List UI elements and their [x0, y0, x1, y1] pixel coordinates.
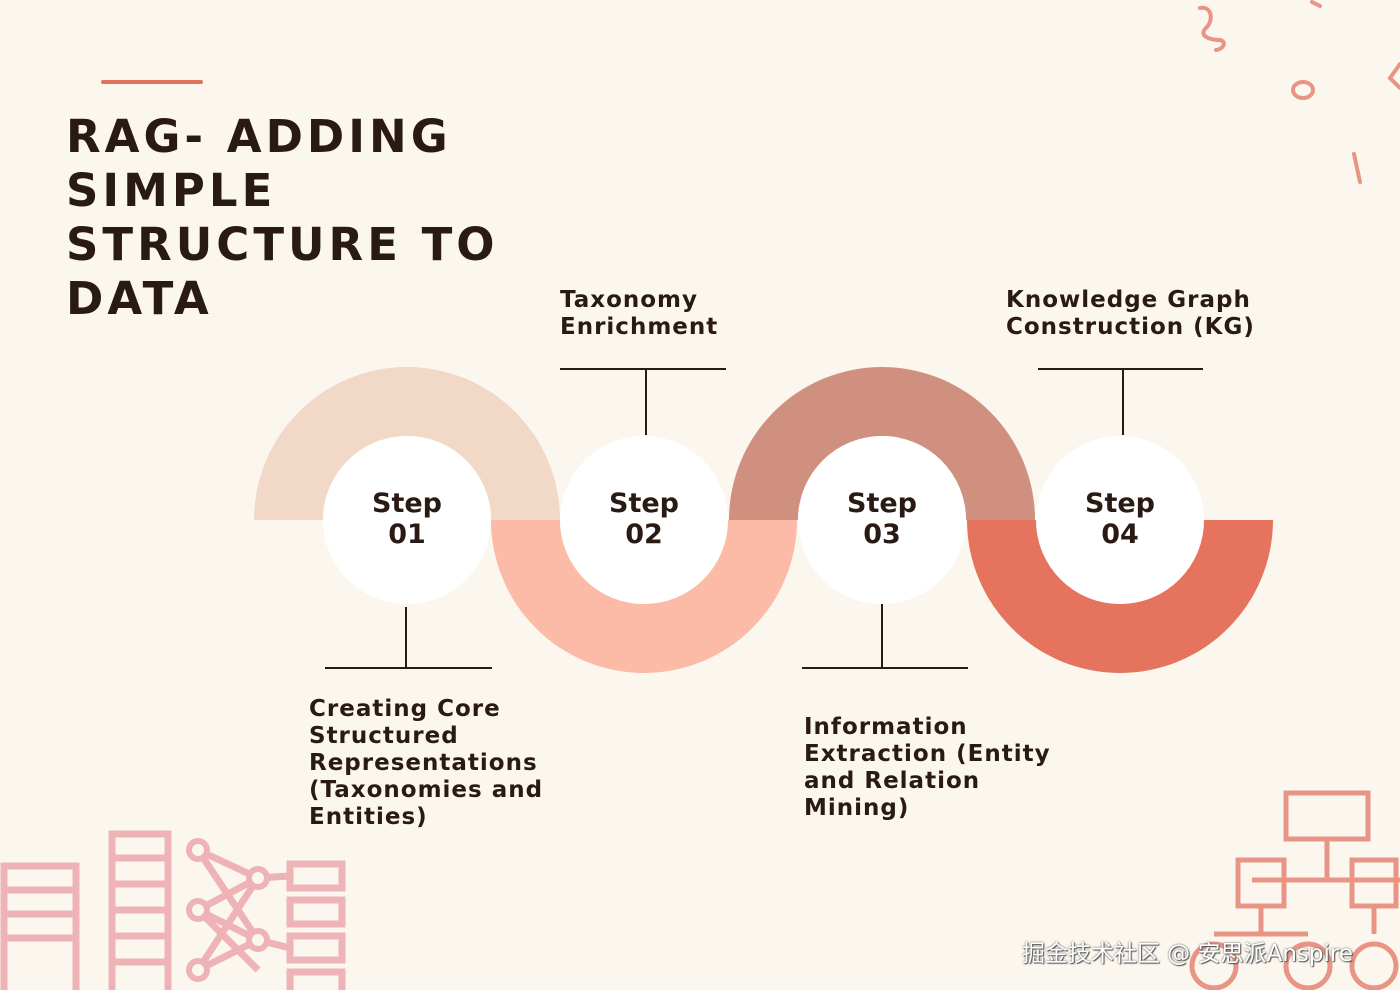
title-line: STRUCTURE TO: [66, 218, 499, 271]
description-line: Entities): [309, 804, 428, 830]
description-line: Knowledge Graph: [1006, 287, 1251, 313]
title-line: DATA: [66, 272, 213, 325]
step-word: Step: [847, 488, 917, 519]
page-title: RAG- ADDING SIMPLE STRUCTURE TO DATA: [66, 110, 536, 326]
step-04-description: Knowledge Graph Construction (KG): [1006, 287, 1255, 341]
description-line: Creating Core: [309, 696, 501, 722]
step-word: Step: [372, 488, 442, 519]
step-word: Step: [609, 488, 679, 519]
step-04-connector: [1038, 368, 1203, 435]
step-02-description: Taxonomy Enrichment: [560, 287, 718, 341]
step-01-label: Step 01: [347, 488, 467, 550]
step-01-circle: [323, 436, 491, 604]
step-02-arc: [491, 520, 797, 673]
description-line: Enrichment: [560, 314, 719, 340]
bars-network-decoration: [0, 830, 346, 990]
step-number: 03: [863, 519, 901, 550]
step-04-circle: [1036, 436, 1204, 604]
step-04-label: Step 04: [1060, 488, 1180, 550]
step-number: 04: [1101, 519, 1139, 550]
description-line: (Taxonomies and: [309, 777, 544, 803]
step-03-description: Information Extraction (Entity and Relat…: [804, 714, 1051, 822]
description-line: Representations: [309, 750, 538, 776]
squiggle-decoration: [1198, 0, 1400, 184]
title-line: SIMPLE: [66, 164, 277, 217]
title-line: RAG- ADDING: [66, 110, 452, 163]
step-01-connector: [325, 607, 492, 669]
step-word: Step: [1085, 488, 1155, 519]
step-03-arc: [729, 367, 1035, 520]
step-01-description: Creating Core Structured Representations…: [309, 696, 543, 831]
watermark: 掘金技术社区 @ 安思派Anspire: [1022, 941, 1354, 967]
description-line: and Relation: [804, 768, 981, 794]
step-02-label: Step 02: [584, 488, 704, 550]
org-chart-decoration: [1189, 790, 1400, 990]
step-04-arc: [967, 520, 1273, 673]
description-line: Mining): [804, 795, 910, 821]
title-accent-line: [101, 80, 203, 84]
step-01-arc: [254, 367, 560, 520]
step-03-label: Step 03: [822, 488, 942, 550]
step-02-connector: [560, 368, 726, 435]
description-line: Information: [804, 714, 968, 740]
step-number: 01: [388, 519, 426, 550]
step-03-connector: [802, 604, 968, 669]
step-number: 02: [625, 519, 663, 550]
description-line: Construction (KG): [1006, 314, 1255, 340]
description-line: Taxonomy: [560, 287, 699, 313]
step-03-circle: [798, 436, 966, 604]
description-line: Extraction (Entity: [804, 741, 1051, 767]
description-line: Structured: [309, 723, 459, 749]
step-02-circle: [560, 436, 728, 604]
